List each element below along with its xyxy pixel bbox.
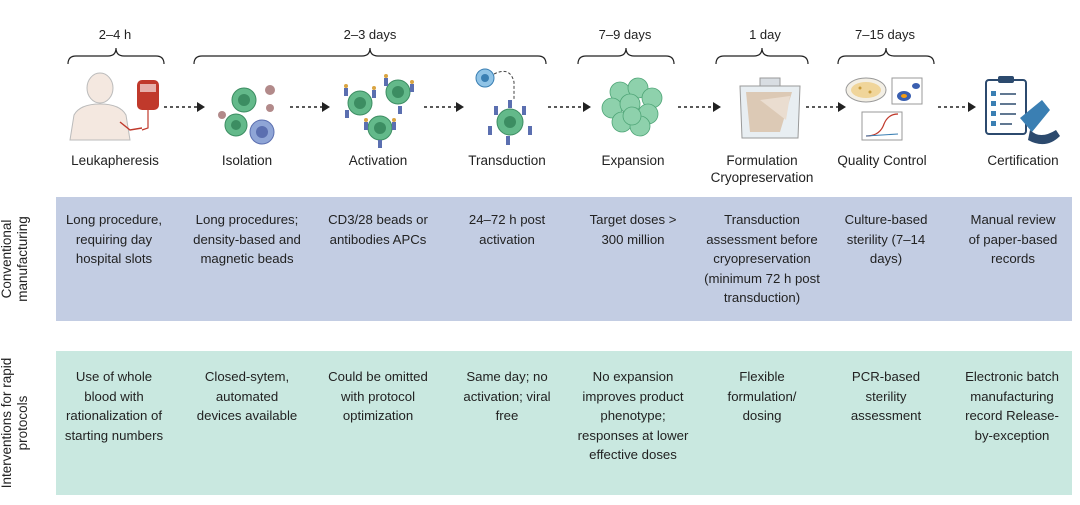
cryo-bag-icon [739, 77, 801, 139]
row-label-rapid: Interventions for rapid protocols [0, 357, 30, 489]
step-label-quality-control: Quality Control [837, 153, 927, 168]
step-label-formulation: Formulation Cryopreservation [710, 153, 814, 185]
process-diagram [67, 47, 1060, 148]
conventional-cell: CD3/28 beads or antibodies APCs [328, 212, 428, 247]
row-label-conventional: Conventional manufacturing [0, 216, 30, 302]
conventional-cell: Manual review of paper-based records [968, 212, 1058, 267]
conventional-cell: Target doses > 300 million [589, 212, 677, 247]
arrowheads [197, 102, 976, 112]
person-blood-bag-icon [69, 72, 159, 141]
conventional-band [56, 197, 1072, 321]
duration-label: 7–15 days [855, 27, 915, 42]
rapid-cell: Use of whole blood with rationalization … [64, 369, 164, 443]
conventional-cell: 24–72 h post activation [468, 212, 546, 247]
step-label-expansion: Expansion [601, 153, 665, 168]
rapid-cell: Could be omitted with protocol optimizat… [328, 369, 428, 424]
rapid-cell: Closed-sytem, automated devices availabl… [196, 369, 298, 424]
brace [715, 47, 809, 65]
rapid-cell: Electronic batch manufacturing record Re… [965, 369, 1059, 443]
duration-label: 1 day [749, 27, 781, 42]
step-label-certification: Certification [987, 153, 1059, 168]
cell-cluster-icon [601, 77, 663, 137]
duration-label: 2–3 days [343, 27, 397, 42]
activated-cells-icon [344, 74, 414, 148]
duration-label: 7–9 days [598, 27, 652, 42]
virus-transduction-icon [475, 68, 532, 145]
rapid-cell: Same day; no activation; viral free [463, 369, 551, 424]
step-label-leukapheresis: Leukapheresis [71, 153, 159, 168]
checklist-icon [985, 76, 1060, 145]
rapid-cell: No expansion improves product phenotype;… [577, 369, 689, 463]
step-label-activation: Activation [348, 153, 408, 168]
conventional-cell: Culture-based sterility (7–14 days) [844, 212, 928, 267]
conventional-cell: Long procedures; density-based and magne… [193, 212, 301, 267]
cells-beads-icon [218, 85, 275, 145]
rapid-band [56, 351, 1072, 495]
brace [837, 47, 935, 65]
conventional-cell: Long procedure, requiring day hospital s… [65, 212, 163, 267]
qc-plots-icon [845, 77, 923, 141]
step-label-transduction: Transduction [468, 153, 546, 168]
brace [67, 47, 165, 65]
brace [577, 47, 675, 65]
brace [193, 47, 547, 65]
duration-label: 2–4 h [98, 27, 132, 42]
rapid-cell: Flexible formulation/ dosing [727, 369, 797, 424]
step-label-isolation: Isolation [221, 153, 273, 168]
duration-braces [67, 47, 935, 65]
conventional-cell: Transduction assessment before cryoprese… [704, 212, 820, 306]
rapid-cell: PCR-based sterility assessment [850, 369, 922, 424]
